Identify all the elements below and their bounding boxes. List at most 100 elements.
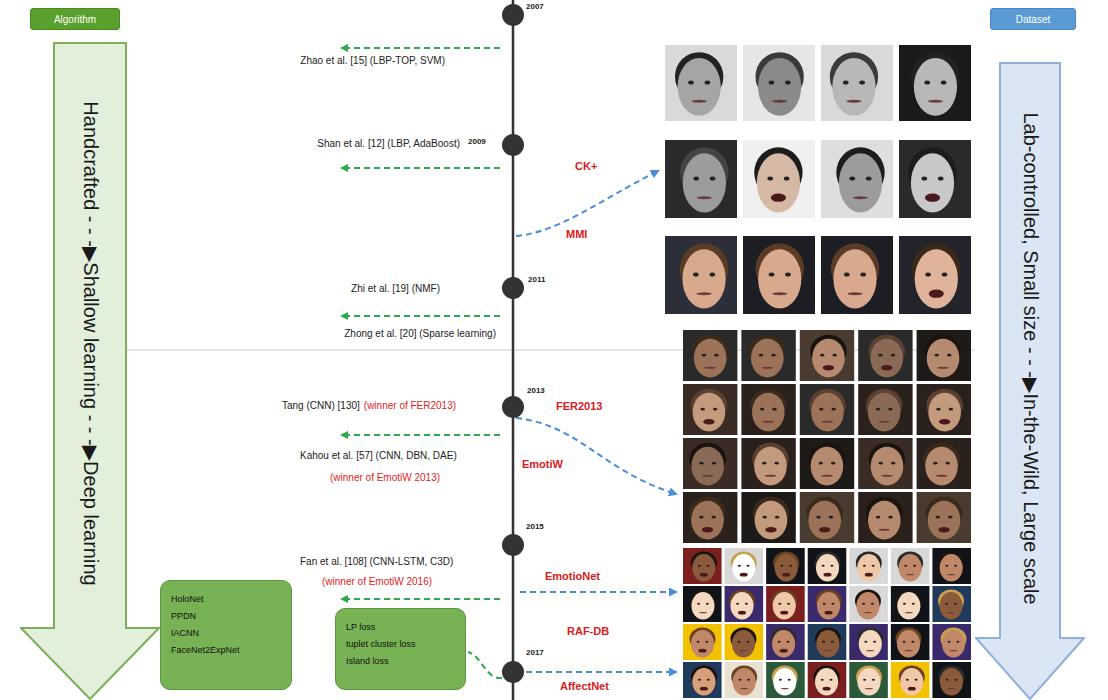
- method-name: Island loss: [346, 653, 455, 670]
- photo-ground: [741, 492, 795, 543]
- photo-eye: [705, 641, 708, 643]
- photo-ground: [858, 438, 912, 489]
- photo-mouth: [702, 527, 713, 532]
- face-photo: [683, 438, 737, 489]
- method-citation: Zhong et al. [20] (Sparse learning): [344, 328, 496, 340]
- method-citation: Zhao et al. [15] (LBP-TOP, SVM): [300, 55, 445, 67]
- dataset-curve: [516, 171, 658, 236]
- photo-eye: [784, 176, 790, 180]
- photo-eye: [819, 462, 823, 465]
- photo-ground: [808, 662, 847, 698]
- year-dots: [502, 4, 524, 683]
- photo-eye: [712, 516, 716, 519]
- year-dot: [502, 534, 524, 556]
- photo-eye: [906, 679, 909, 681]
- photo-eye: [785, 272, 791, 276]
- photo-face: [812, 339, 845, 378]
- photo-mouth: [949, 650, 957, 651]
- winner-note: (winner of EmotiW 2016): [322, 576, 432, 588]
- photo-ground: [932, 662, 971, 698]
- photo-ground: [741, 330, 795, 381]
- photo-eye: [859, 80, 865, 84]
- photo-eye: [831, 641, 834, 643]
- leader-arrow: [342, 315, 500, 317]
- year-dot: [502, 4, 524, 26]
- face-photo: [821, 45, 893, 121]
- photo-eye: [778, 603, 781, 605]
- photo-eye: [699, 462, 703, 465]
- photo-face: [914, 58, 957, 116]
- face-photo: [917, 330, 971, 381]
- photo-mouth: [772, 292, 787, 295]
- photo-ground: [858, 492, 912, 543]
- photo-ground: [849, 548, 888, 584]
- photo-eye: [878, 354, 882, 357]
- photo-eye: [924, 80, 930, 84]
- photo-mouth: [822, 421, 833, 423]
- photo-eye: [816, 516, 820, 519]
- photo-face: [915, 249, 958, 308]
- face-photo: [917, 492, 971, 543]
- photo-mouth: [699, 612, 707, 613]
- photo-eye: [822, 565, 825, 567]
- photo-eye: [936, 516, 940, 519]
- photo-eye: [891, 354, 895, 357]
- photo-ground: [808, 548, 847, 584]
- photo-mouth: [947, 688, 955, 689]
- photo-ground: [766, 548, 805, 584]
- photo-eye: [925, 272, 931, 276]
- face-photo: [743, 45, 815, 121]
- photo-mouth: [925, 194, 940, 202]
- photo-mouth: [765, 527, 776, 532]
- photo-eye: [879, 462, 883, 465]
- face-photo: [891, 548, 930, 584]
- photo-ground: [932, 624, 971, 660]
- photo-eye: [702, 354, 706, 357]
- photo-face: [900, 668, 923, 695]
- method-box: LP losstuplet cluster lossIsland loss: [335, 608, 466, 690]
- photo-eye: [832, 408, 836, 411]
- photo-ground: [683, 330, 737, 381]
- face-photo: [683, 548, 722, 584]
- photo-ground: [766, 624, 805, 660]
- photo-eye: [706, 603, 709, 605]
- photo-mouth: [937, 367, 948, 369]
- photo-ground: [849, 662, 888, 698]
- photo-face: [682, 249, 725, 308]
- photo-eye: [911, 641, 914, 643]
- photo-face: [692, 554, 715, 581]
- winner-note: (winner of EmotiW 2013): [330, 472, 440, 484]
- photo-ground: [891, 586, 930, 622]
- photo-eye: [763, 516, 767, 519]
- photo-mouth: [879, 529, 890, 531]
- photo-ground: [683, 384, 737, 435]
- photo-eye: [823, 603, 826, 605]
- photo-eye: [789, 565, 792, 567]
- face-photo: [725, 586, 764, 622]
- photo-eye: [762, 462, 766, 465]
- photo-eye: [863, 679, 866, 681]
- face-photo: [917, 384, 971, 435]
- photo-ground: [725, 548, 764, 584]
- photo-face: [811, 447, 844, 486]
- photo-eye: [709, 272, 715, 276]
- year-label: 2017: [526, 648, 544, 658]
- leader-arrow: [342, 434, 500, 436]
- photo-mouth: [928, 100, 943, 103]
- photo-mouth: [864, 612, 872, 613]
- face-photo: [917, 438, 971, 489]
- photo-eye: [935, 354, 939, 357]
- photo-mouth: [692, 100, 707, 103]
- dataset-name: AffectNet: [560, 680, 609, 693]
- photo-mouth: [704, 367, 715, 369]
- face-photo: [766, 662, 805, 698]
- photo-face: [897, 630, 920, 657]
- photo-eye: [862, 603, 865, 605]
- photo-face: [730, 592, 753, 619]
- photo-eye: [946, 462, 950, 465]
- photo-mouth: [697, 196, 712, 199]
- photo-mouth: [821, 475, 832, 477]
- photo-mouth: [929, 290, 944, 298]
- photo-face: [732, 630, 755, 657]
- face-photo: [766, 586, 805, 622]
